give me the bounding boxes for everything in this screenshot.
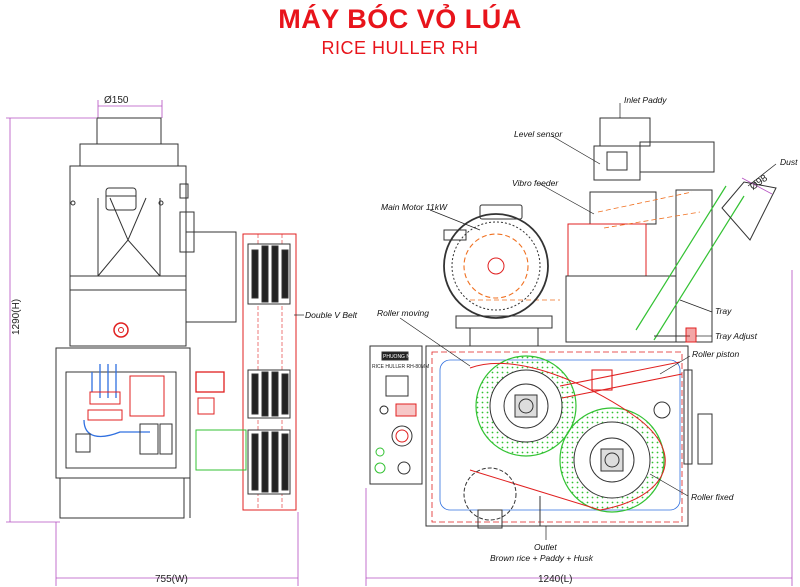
dimension-length: [365, 270, 793, 586]
belt-guard: [242, 233, 297, 511]
dust-duct: [721, 181, 777, 241]
label-tray-adjust: Tray Adjust: [715, 331, 758, 341]
dimension-diameter-dust-label: Ø98: [748, 173, 770, 193]
motor-side: [185, 231, 237, 323]
label-inlet-paddy: Inlet Paddy: [624, 95, 667, 105]
v-belt-pulleys: [247, 243, 291, 495]
label-roller-fixed: Roller fixed: [691, 492, 734, 502]
hopper-neck: [79, 143, 179, 167]
gear-icon: [113, 322, 129, 338]
dimension-width-label: 755(W): [155, 574, 188, 585]
label-outlet: Outlet: [534, 542, 557, 552]
dimension-width: [55, 512, 299, 586]
label-roller-moving: Roller moving: [377, 308, 429, 318]
side-view: [6, 100, 299, 586]
roller-fixed: [559, 407, 665, 513]
dimension-length-label: 1240(L): [538, 574, 572, 585]
dimension-height-label: 1290(H): [11, 299, 22, 335]
panel-brand: PHUONG NAM: [383, 354, 417, 360]
dimension-diameter-top: [97, 100, 163, 118]
label-outlet-detail: Brown rice + Paddy + Husk: [490, 553, 594, 563]
dimension-height: [6, 117, 96, 523]
label-level-sensor: Level sensor: [514, 129, 563, 139]
page-title: MÁY BÓC VỎ LÚA: [278, 4, 522, 34]
base-skid: [59, 477, 185, 519]
label-roller-piston: Roller piston: [692, 349, 740, 359]
main-housing: [425, 345, 689, 527]
panel-model: RICE HULLER RH-80MM: [372, 364, 429, 370]
main-motor: [443, 213, 549, 319]
control-panel: [369, 345, 423, 485]
label-vibro-feeder: Vibro feeder: [512, 178, 559, 188]
label-main-motor: Main Motor 11kW: [381, 202, 448, 212]
dimension-diameter-top-label: Ø150: [104, 95, 129, 106]
label-tray: Tray: [715, 306, 732, 316]
upper-housing: [69, 165, 187, 347]
motor-lifting-eye: [479, 204, 523, 220]
label-double-v-belt: Double V Belt: [305, 310, 358, 320]
label-dust: Dust: [780, 157, 798, 167]
lower-cabinet: [55, 347, 191, 479]
top-duct: [96, 117, 162, 145]
roller-moving: [475, 355, 577, 457]
front-view: [365, 117, 793, 586]
page-subtitle: RICE HULLER RH: [321, 38, 479, 58]
